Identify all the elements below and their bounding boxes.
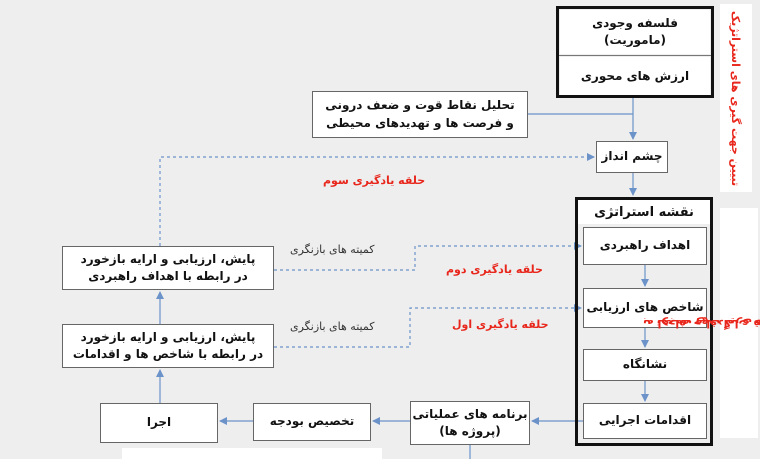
first-learning-loop-label: حلقه یادگیری اول (452, 318, 549, 331)
strategy-map-title: نقشه استراتژی (578, 200, 710, 224)
vision-box: چشم انداز (596, 141, 668, 173)
mission-box: فلسفه وجودی (ماموریت) (560, 10, 710, 54)
evaluation-indicators-label: شاخص های ارزیابی (586, 300, 704, 315)
budget-allocation-box: تخصیص بودجه (253, 403, 371, 441)
operational-program-line-1: برنامه های عملیاتی (412, 406, 528, 421)
swot-line-1: تحلیل نقاط قوت و ضعف درونی (325, 98, 515, 113)
mission-values-frame (556, 6, 714, 98)
core-values-box: ارزش های محوری (560, 57, 710, 95)
target-label: نشانگاه (622, 357, 668, 372)
review-committee-label-2: کمیته های بازنگری (290, 320, 375, 333)
loop-third (159, 153, 595, 246)
operational-program-line-2: (پروژه ها) (439, 424, 501, 438)
review-committee-label-1: کمیته های بازنگری (290, 243, 375, 256)
monitor-goals-line-2: در رابطه با اهداف راهبردی (88, 269, 248, 283)
side-label-bottom-box: ترجمه جهت گیری های استراتژیک به اهداف و … (642, 208, 760, 438)
side-label-bottom-line-2: به اهداف و اقدامات قابل سنجش (642, 316, 760, 330)
target-box: نشانگاه (583, 349, 707, 381)
swot-analysis-box: تحلیل نقاط قوت و ضعف درونی و فرصت ها و ت… (312, 91, 528, 138)
strategic-goals-box: اهداف راهبردی (583, 227, 707, 265)
side-label-top-box: تبیین جهت گیری های استراتژیک (720, 4, 752, 192)
monitor-indicators-line-1: پایش، ارزیابی و ارایه بازخورد (80, 329, 256, 344)
mission-line-1: فلسفه وجودی (592, 15, 678, 30)
budget-allocation-label: تخصیص بودجه (269, 414, 355, 429)
execution-label: اجرا (146, 415, 172, 430)
third-learning-loop-label: حلقه یادگیری سوم (323, 174, 426, 187)
strategy-map-frame (575, 197, 713, 446)
monitor-indicators-line-2: در رابطه با شاخص ها و اقدامات (72, 347, 264, 361)
vision-label: چشم انداز (601, 149, 663, 164)
side-label-top: تبیین جهت گیری های استراتژیک (729, 10, 743, 186)
operational-program-box: برنامه های عملیاتی (پروژه ها) (410, 401, 530, 445)
strategy-map-title-label: نقشه استراتژی (594, 204, 694, 220)
bottom-white-band (122, 448, 382, 459)
side-label-bottom: ترجمه جهت گیری های استراتژیک به اهداف و … (642, 233, 760, 414)
strategic-goals-label: اهداف راهبردی (599, 238, 691, 253)
execution-box: اجرا (100, 403, 218, 443)
mission-separator (559, 55, 711, 56)
monitor-indicators-box: پایش، ارزیابی و ارایه بازخورد در رابطه ب… (62, 324, 274, 368)
monitor-goals-box: پایش، ارزیابی و ارایه بازخورد در رابطه ب… (62, 246, 274, 290)
second-learning-loop-label: حلقه یادگیری دوم (446, 263, 543, 276)
executive-actions-box: اقدامات اجرایی (583, 403, 707, 439)
executive-actions-label: اقدامات اجرایی (598, 413, 692, 428)
core-values-label: ارزش های محوری (580, 69, 690, 83)
monitor-goals-line-1: پایش، ارزیابی و ارایه بازخورد (80, 251, 256, 266)
evaluation-indicators-box: شاخص های ارزیابی (583, 288, 707, 328)
mission-line-2: (ماموریت) (604, 33, 666, 47)
swot-line-2: و فرصت ها و تهدیدهای محیطی (326, 115, 514, 130)
